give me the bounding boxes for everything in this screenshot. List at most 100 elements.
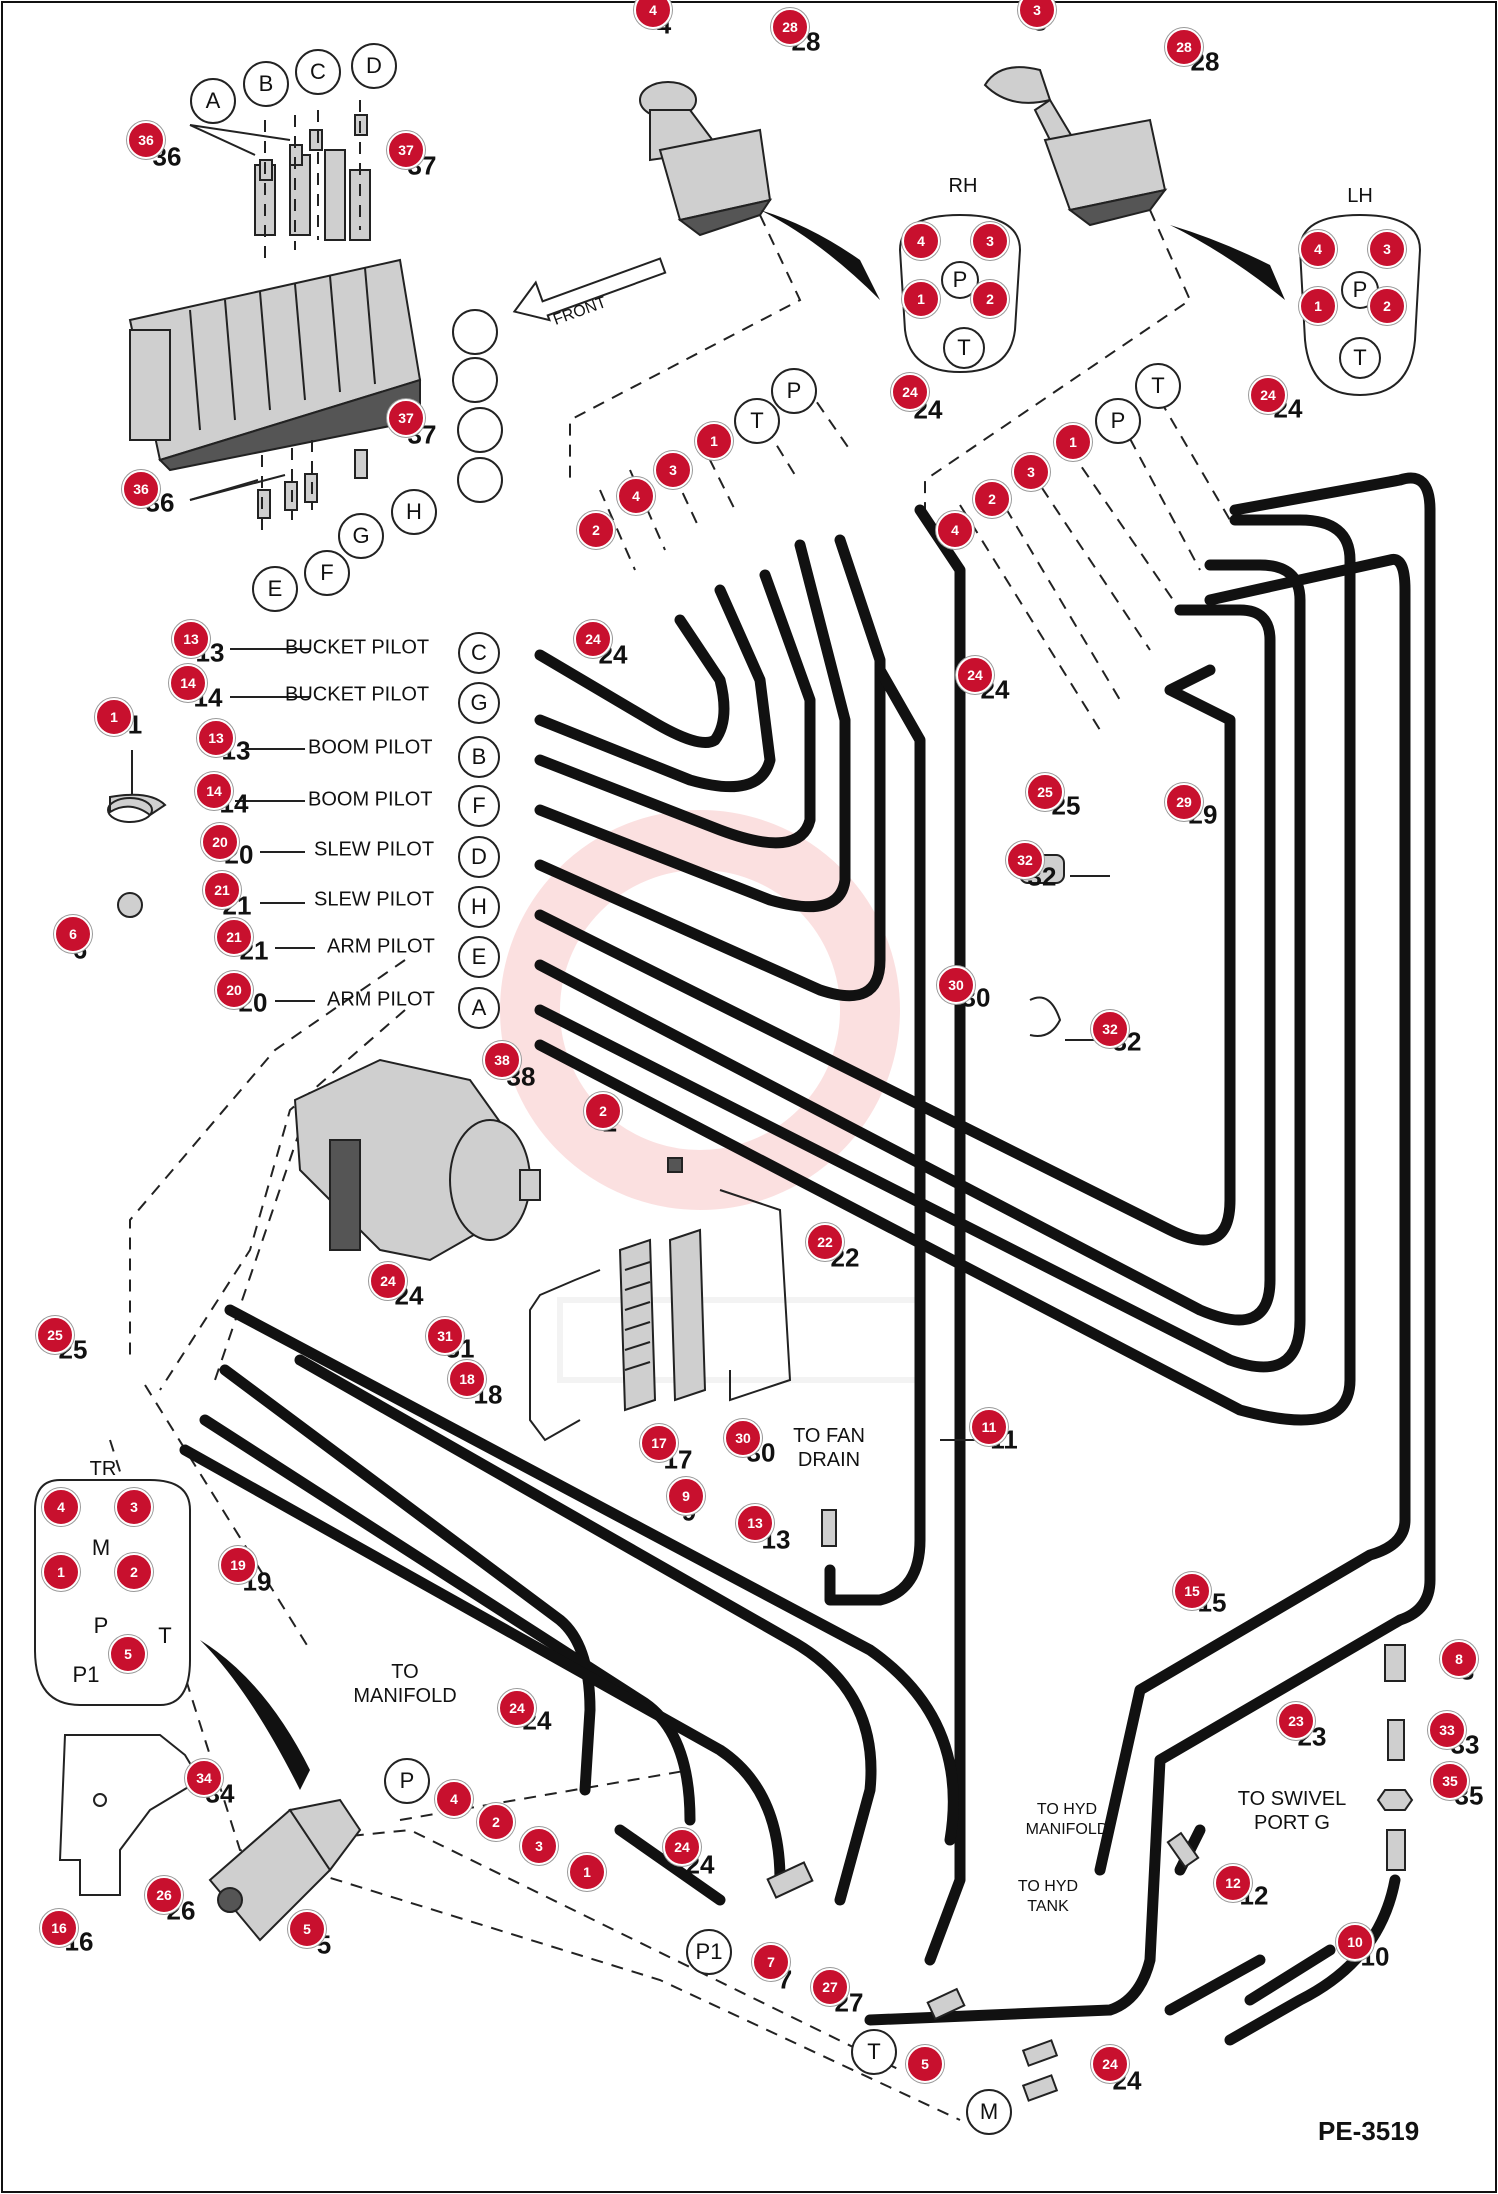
valve-letter-g: G	[352, 523, 370, 548]
front-arrow	[512, 257, 667, 322]
pilot-row-7-port: E	[471, 944, 487, 969]
hydraulic-pump	[293, 1058, 541, 1262]
callout-badge-3: 3	[1012, 453, 1050, 491]
dashed-routing	[109, 209, 1231, 2121]
pilot-row-8-port: A	[471, 995, 487, 1020]
callout-badge-3: 3	[654, 451, 692, 489]
callout-badge-11: 11	[970, 1408, 1008, 1446]
callout-badge-25: 25	[36, 1316, 74, 1354]
callout-badge-32: 32	[1091, 1010, 1129, 1048]
callout-badge-21: 21	[203, 871, 241, 909]
callout-badge-4: 4	[936, 511, 974, 549]
callout-badge-21: 21	[215, 918, 253, 956]
callout-badge-22: 22	[806, 1223, 844, 1261]
callout-badge-3: 3	[520, 1827, 558, 1865]
pilot-row-2-port: G	[470, 690, 488, 715]
to-manifold-callout: TO MANIFOLD	[353, 1661, 457, 1707]
callout-badge-4: 4	[902, 222, 940, 260]
callout-badge-16: 16	[40, 1909, 78, 1947]
callout-badge-3: 3	[1368, 230, 1406, 268]
callout-badge-5: 5	[906, 2045, 944, 2083]
connector-bracket	[529, 1157, 792, 1442]
pilot-row-4-port: F	[472, 793, 486, 818]
callout-badge-14: 14	[169, 664, 207, 702]
valve-letter-a: A	[205, 88, 221, 113]
callout-badge-29: 29	[1165, 783, 1203, 821]
pilot-row-5-port: D	[471, 844, 487, 869]
pilot-row-3-port: B	[471, 744, 487, 769]
rh-joystick	[639, 81, 880, 300]
valve-letter-circles	[190, 43, 437, 612]
callout-badge-13: 13	[172, 620, 210, 658]
tr-port-m: M	[91, 1535, 111, 1560]
callout-badge-36: 36	[122, 470, 160, 508]
to-hyd-manifold-callout: TO HYD MANIFOLD	[1025, 1801, 1109, 1838]
callout-badge-15: 15	[1173, 1572, 1211, 1610]
callout-badge-24: 24	[663, 1828, 701, 1866]
lh-port-t: T	[1353, 345, 1367, 370]
callout-badge-4: 4	[435, 1780, 473, 1818]
callout-badge-13: 13	[736, 1504, 774, 1542]
callout-badge-24: 24	[891, 373, 929, 411]
callout-badge-1: 1	[1054, 423, 1092, 461]
rh-hose-port-p: P	[786, 378, 802, 403]
callout-badge-2: 2	[477, 1803, 515, 1841]
pilot-row-6-label: SLEW PILOT	[314, 888, 435, 911]
callout-badge-30: 30	[937, 966, 975, 1004]
rh-hose-port-t: T	[750, 408, 764, 433]
pilot-hoses	[534, 472, 1436, 2026]
rh-label: RH	[948, 175, 978, 197]
control-valve	[128, 100, 422, 530]
callout-badge-20: 20	[201, 823, 239, 861]
lower-hoses	[179, 1304, 1401, 2046]
callout-badge-31: 31	[426, 1317, 464, 1355]
callout-badge-6: 6	[54, 915, 92, 953]
callout-badge-1: 1	[695, 422, 733, 460]
callout-badge-25: 25	[1026, 773, 1064, 811]
valve-letter-f: F	[320, 560, 334, 585]
callout-badge-28: 28	[1165, 28, 1203, 66]
manifold-port-p: P	[399, 1768, 415, 1793]
callout-badge-9: 9	[667, 1477, 705, 1515]
travel-port-plate	[34, 1479, 191, 1706]
rh-port-p: P	[952, 267, 968, 292]
port-circles	[384, 309, 1181, 2135]
callout-badge-14: 14	[195, 772, 233, 810]
callout-badge-2: 2	[1368, 287, 1406, 325]
callout-badge-1: 1	[1299, 287, 1337, 325]
callout-badge-2: 2	[115, 1553, 153, 1591]
callout-badge-17: 17	[640, 1424, 678, 1462]
tr-port-t: T	[158, 1623, 172, 1648]
callout-badge-2: 2	[971, 280, 1009, 318]
travel-bracket	[58, 1734, 202, 1896]
tr-port-p: P	[93, 1613, 109, 1638]
callout-badge-19: 19	[219, 1546, 257, 1584]
lh-port-p: P	[1352, 277, 1368, 302]
callout-badge-23: 23	[1277, 1702, 1315, 1740]
valve-letter-c: C	[310, 59, 326, 84]
callout-badge-34: 34	[185, 1759, 223, 1797]
pilot-row-5-label: SLEW PILOT	[314, 838, 435, 861]
callout-badge-32: 32	[1006, 841, 1044, 879]
pilot-row-1-label: BUCKET PILOT	[285, 636, 430, 659]
callout-badge-35: 35	[1431, 1762, 1469, 1800]
callout-badge-26: 26	[145, 1876, 183, 1914]
callout-badge-8: 8	[1440, 1640, 1478, 1678]
valve-letter-e: E	[267, 576, 283, 601]
callout-badge-24: 24	[1091, 2045, 1129, 2083]
callout-badge-4: 4	[1299, 230, 1337, 268]
callout-badge-1: 1	[568, 1853, 606, 1891]
pilot-row-4-label: BOOM PILOT	[308, 788, 433, 811]
lower-fittings	[107, 793, 1414, 2102]
reference-code: PE-3519	[1318, 2116, 1420, 2146]
callout-badge-36: 36	[127, 121, 165, 159]
pilot-row-8-label: ARM PILOT	[327, 988, 435, 1011]
tr-label: TR	[89, 1458, 117, 1480]
callout-badge-37: 37	[387, 131, 425, 169]
to-swivel-callout: TO SWIVEL PORT G	[1237, 1788, 1347, 1834]
callout-badge-28: 28	[771, 8, 809, 46]
callout-badge-5: 5	[109, 1635, 147, 1673]
callout-badge-2: 2	[973, 480, 1011, 518]
callout-badge-2: 2	[577, 511, 615, 549]
